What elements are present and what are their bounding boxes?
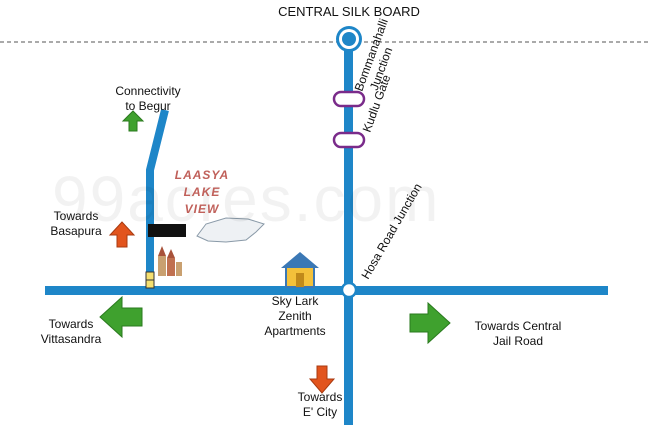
jail-road-label: Towards Central Jail Road xyxy=(474,319,562,348)
lake-icon xyxy=(196,217,265,243)
ecity-label: Towards E' City xyxy=(297,390,343,419)
house-icon xyxy=(281,252,319,288)
landmark-bar xyxy=(148,224,186,237)
hospital-icon xyxy=(145,271,155,289)
road-vertical-main xyxy=(344,40,353,425)
arrow-down-icon xyxy=(308,365,336,394)
arrow-left-icon xyxy=(99,295,143,339)
vittasandra-label: Towards Vittasandra xyxy=(40,317,102,346)
temple-icon xyxy=(158,246,182,276)
arrow-right-icon xyxy=(409,301,451,345)
junction-marker-icon xyxy=(332,90,366,108)
basapura-label: Towards Basapura xyxy=(50,209,102,238)
junction-marker-icon xyxy=(332,131,366,149)
metro-station-icon xyxy=(336,26,362,52)
road-horizontal-main xyxy=(45,286,608,295)
begur-label: Connectivity to Begur xyxy=(115,84,181,113)
road-begur xyxy=(146,109,169,290)
arrow-up-icon xyxy=(121,110,145,132)
lake-name-label: LAASYA LAKE VIEW xyxy=(174,168,230,216)
central-silk-board-label: CENTRAL SILK BOARD xyxy=(278,4,420,19)
arrow-up-icon xyxy=(108,221,136,248)
watermark: 99acres.com xyxy=(52,163,441,235)
project-label: Sky Lark Zenith Apartments xyxy=(264,294,326,338)
junction-marker-icon xyxy=(340,281,358,299)
